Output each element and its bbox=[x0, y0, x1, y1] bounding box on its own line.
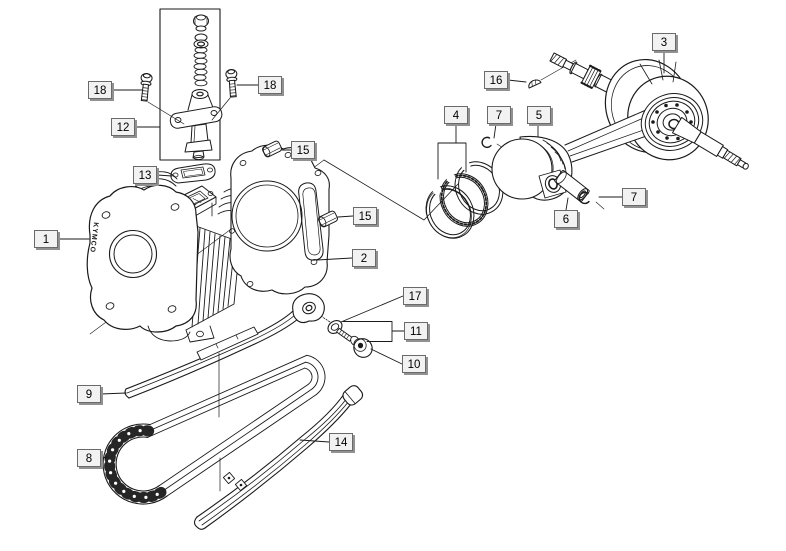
tensioner-spring bbox=[193, 46, 208, 87]
callout-17[interactable]: 17 bbox=[403, 287, 427, 305]
cylinder-bore bbox=[108, 229, 158, 279]
tensioner-group-frame bbox=[159, 8, 221, 161]
guide-pivot-eye bbox=[292, 293, 325, 324]
tensioner-sealing-bolt bbox=[193, 14, 209, 32]
gasket-chain-slot bbox=[298, 182, 324, 261]
crank-right-shaft bbox=[672, 116, 749, 170]
ring-grooves bbox=[542, 139, 567, 173]
gasket-bore bbox=[231, 180, 303, 252]
woodruff-key-16 bbox=[528, 79, 542, 89]
chain-runs bbox=[147, 354, 326, 497]
tensioner-washer bbox=[193, 33, 209, 49]
crankshaft-3 bbox=[549, 52, 749, 170]
callout-15-top[interactable]: 15 bbox=[291, 141, 315, 159]
blade-top-cap bbox=[342, 385, 364, 406]
blade-tabs bbox=[222, 471, 248, 492]
callout-2[interactable]: 2 bbox=[352, 249, 376, 267]
bolt-18-right bbox=[211, 68, 240, 121]
circlip-7-top bbox=[481, 136, 492, 149]
bolt-18-left bbox=[138, 72, 185, 125]
chain-rivets bbox=[108, 429, 159, 499]
oil-ring-wavy bbox=[439, 173, 489, 227]
callout-1[interactable]: 1 bbox=[34, 230, 58, 248]
tensioner-assembly-12 bbox=[159, 8, 223, 161]
callout-16[interactable]: 16 bbox=[484, 71, 508, 89]
callout-6[interactable]: 6 bbox=[554, 210, 578, 228]
cylinder-brand: KYMCO bbox=[88, 222, 99, 254]
callout-11[interactable]: 11 bbox=[404, 322, 428, 340]
tensioner-body bbox=[169, 89, 223, 160]
piston-5 bbox=[491, 135, 573, 201]
tensioner-bolt-10-11 bbox=[336, 327, 373, 358]
callout-15-bottom[interactable]: 15 bbox=[353, 207, 377, 225]
second-ring bbox=[425, 185, 475, 239]
chain-links-texture bbox=[104, 425, 169, 503]
connecting-rod bbox=[564, 109, 656, 163]
callout-12[interactable]: 12 bbox=[111, 118, 135, 136]
chain-guide-9 bbox=[124, 293, 325, 399]
guide-wear-pad bbox=[196, 326, 259, 361]
callout-5[interactable]: 5 bbox=[527, 106, 551, 124]
tensioner-gasket-13 bbox=[170, 163, 216, 184]
tensioner-blade-14 bbox=[193, 385, 364, 530]
callout-4[interactable]: 4 bbox=[444, 106, 468, 124]
callout-18-left[interactable]: 18 bbox=[88, 81, 112, 99]
circlip-7-right bbox=[578, 191, 590, 205]
head-gasket-2 bbox=[229, 144, 330, 295]
cam-chain-8 bbox=[102, 354, 326, 505]
callout-3[interactable]: 3 bbox=[652, 33, 676, 51]
cylinder-front-flange: KYMCO bbox=[86, 184, 199, 333]
callout-13[interactable]: 13 bbox=[133, 166, 157, 184]
callout-8[interactable]: 8 bbox=[77, 449, 101, 467]
callout-7-right[interactable]: 7 bbox=[622, 188, 646, 206]
callout-18-right[interactable]: 18 bbox=[258, 76, 282, 94]
callout-9[interactable]: 9 bbox=[77, 385, 101, 403]
leader-lines bbox=[57, 50, 665, 459]
piston-crown bbox=[491, 138, 553, 200]
callout-10[interactable]: 10 bbox=[402, 355, 426, 373]
callout-7-top[interactable]: 7 bbox=[487, 106, 511, 124]
callout-14[interactable]: 14 bbox=[329, 433, 353, 451]
cylinder-1: KYMCO bbox=[86, 171, 252, 343]
